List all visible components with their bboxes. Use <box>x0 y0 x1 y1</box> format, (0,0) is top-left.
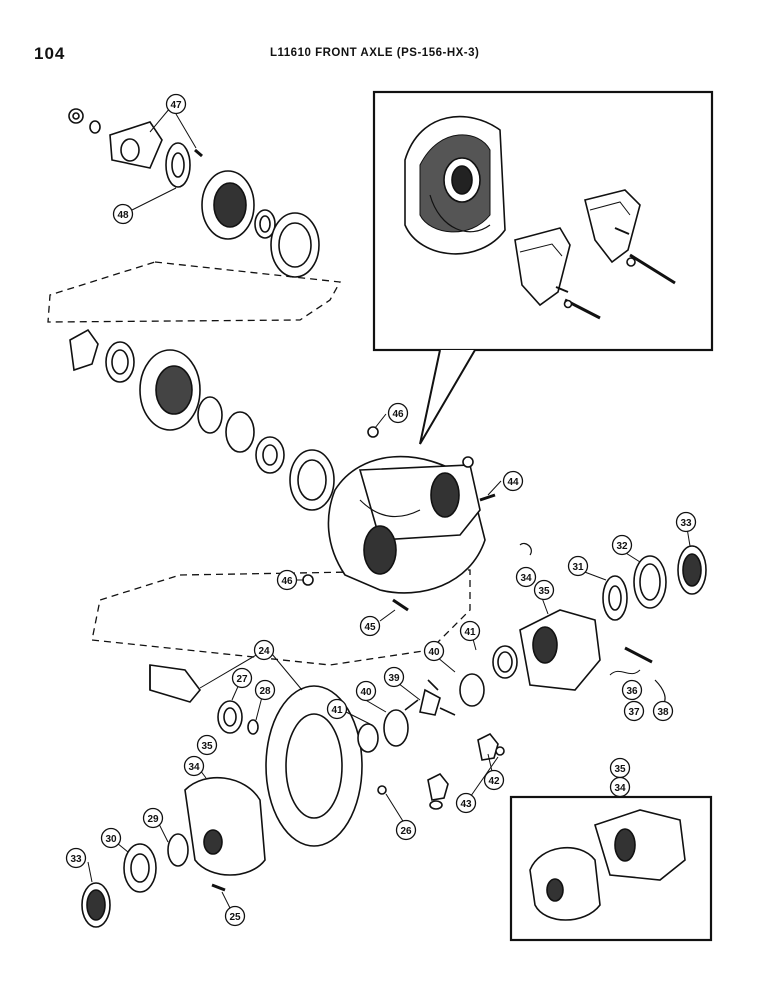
svg-text:44: 44 <box>507 477 519 488</box>
callout-25: 25 <box>224 905 246 927</box>
inset-housing-detail <box>372 90 714 445</box>
svg-text:34: 34 <box>188 762 200 773</box>
callout-38: 38 <box>652 700 674 722</box>
callout-labels: 47 48 46 44 46 45 33 32 31 34 35 41 40 2… <box>65 93 697 927</box>
callout-33: 33 <box>65 847 87 869</box>
svg-text:32: 32 <box>616 541 628 552</box>
callout-30: 30 <box>100 827 122 849</box>
svg-text:27: 27 <box>236 674 248 685</box>
svg-text:29: 29 <box>147 814 159 825</box>
pinion-gear-group <box>149 664 505 847</box>
callout-41: 41 <box>326 698 348 720</box>
callout-35: 35 <box>533 579 555 601</box>
callout-27: 27 <box>231 667 253 689</box>
callout-37: 37 <box>623 700 645 722</box>
callout-26: 26 <box>395 819 417 841</box>
callout-31: 31 <box>567 555 589 577</box>
differential-case-group <box>492 542 707 706</box>
svg-text:41: 41 <box>331 705 343 716</box>
callout-47: 47 <box>165 93 187 115</box>
svg-text:46: 46 <box>281 576 293 587</box>
svg-text:35: 35 <box>201 741 213 752</box>
svg-text:39: 39 <box>388 673 400 684</box>
svg-text:30: 30 <box>105 834 117 845</box>
svg-text:31: 31 <box>572 562 584 573</box>
callout-46: 46 <box>387 402 409 424</box>
callout-48: 48 <box>112 203 134 225</box>
svg-text:33: 33 <box>680 518 692 529</box>
pinion-flange-group <box>68 108 320 278</box>
callout-46: 46 <box>276 569 298 591</box>
page-number: 104 <box>34 44 66 63</box>
svg-text:35: 35 <box>614 764 626 775</box>
svg-text:36: 36 <box>626 686 638 697</box>
callout-44: 44 <box>502 470 524 492</box>
callout-42: 42 <box>483 769 505 791</box>
case-half-group <box>81 776 266 928</box>
svg-text:35: 35 <box>538 586 550 597</box>
callout-24: 24 <box>253 639 275 661</box>
callout-28: 28 <box>254 679 276 701</box>
callout-39: 39 <box>383 666 405 688</box>
svg-text:40: 40 <box>360 687 372 698</box>
callout-34: 34 <box>515 566 537 588</box>
callout-35: 35 <box>609 757 631 779</box>
callout-33: 33 <box>675 511 697 533</box>
svg-text:40: 40 <box>428 647 440 658</box>
page-title: L11610 FRONT AXLE (PS-156-HX-3) <box>270 47 480 59</box>
svg-text:34: 34 <box>614 783 626 794</box>
callout-35: 35 <box>196 734 218 756</box>
callout-43: 43 <box>455 792 477 814</box>
svg-text:24: 24 <box>258 646 270 657</box>
svg-text:45: 45 <box>364 622 376 633</box>
callout-29: 29 <box>142 807 164 829</box>
callout-40: 40 <box>355 680 377 702</box>
callout-45: 45 <box>359 615 381 637</box>
callout-34: 34 <box>609 776 631 798</box>
svg-text:25: 25 <box>229 912 241 923</box>
callout-34: 34 <box>183 755 205 777</box>
carrier-housing <box>302 426 496 612</box>
pinion-cage-group <box>69 328 335 511</box>
svg-text:42: 42 <box>488 776 500 787</box>
svg-text:28: 28 <box>259 686 271 697</box>
svg-text:26: 26 <box>400 826 412 837</box>
inset-case-detail <box>509 795 713 942</box>
svg-text:43: 43 <box>460 799 472 810</box>
svg-text:33: 33 <box>70 854 82 865</box>
svg-text:47: 47 <box>170 100 182 111</box>
svg-text:46: 46 <box>392 409 404 420</box>
callout-32: 32 <box>611 534 633 556</box>
svg-text:37: 37 <box>628 707 640 718</box>
svg-text:34: 34 <box>520 573 532 584</box>
callout-41: 41 <box>459 620 481 642</box>
svg-text:48: 48 <box>117 210 129 221</box>
svg-text:38: 38 <box>657 707 669 718</box>
callout-40: 40 <box>423 640 445 662</box>
callout-36: 36 <box>621 679 643 701</box>
svg-text:41: 41 <box>464 627 476 638</box>
